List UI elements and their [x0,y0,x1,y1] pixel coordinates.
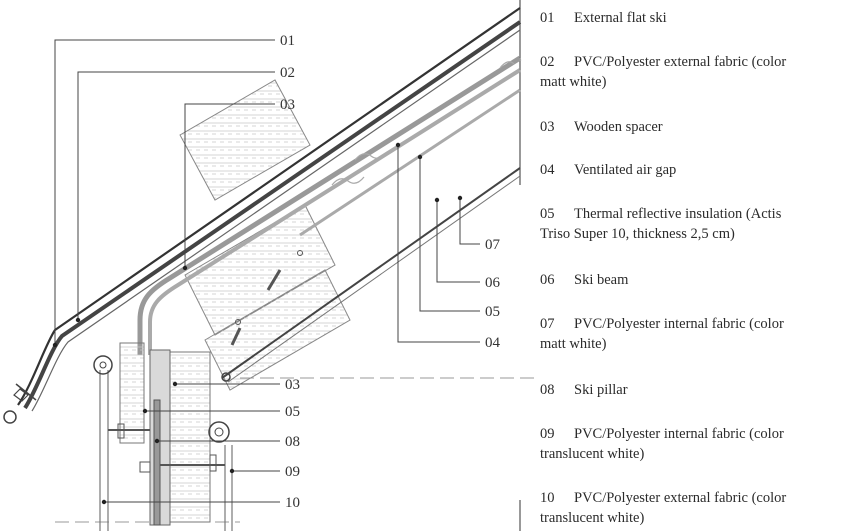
external-flat-ski [17,7,521,406]
leader-lines [54,39,480,503]
insulation-layer-outer [137,55,522,355]
legend-item: 05 Thermal reflective insulation (Actis T… [540,204,852,244]
legend-text: PVC/Polyester internal fabric (color [574,316,784,332]
legend-text: PVC/Polyester external fabric (color [574,54,787,70]
fixing-point [235,319,241,325]
internal-fabric [221,167,521,379]
fixing-bolt [230,327,242,346]
legend-text: Ski pillar [574,382,628,398]
callout-number: 01 [280,33,295,49]
legend-number: 10 [540,490,555,506]
internal-fabric-edge [227,175,521,383]
callout-number: 05 [285,404,300,420]
legend-text-cont: matt white) [540,336,607,352]
legend-item: 10 PVC/Polyester external fabric (color t… [540,488,852,528]
legend-text: PVC/Polyester internal fabric (color [574,426,784,442]
legend-text: External flat ski [574,10,667,26]
wooden-spacer-lower [204,269,351,391]
legend-text: PVC/Polyester external fabric (color [574,490,787,506]
legend-item: 04 Ventilated air gap [540,160,852,180]
leader-dots [52,142,463,505]
callout-number: 07 [485,237,501,253]
callout-number: 03 [285,377,300,393]
legend-number: 03 [540,119,555,135]
legend-number: 08 [540,382,555,398]
legend-item: 07 PVC/Polyester internal fabric (color m… [540,314,852,354]
airflow-arrow [499,61,515,69]
legend-text-cont: Triso Super 10, thickness 2,5 cm) [540,226,735,242]
legend-number: 04 [540,162,555,178]
legend-text-cont: translucent white) [540,446,645,462]
legend-number: 05 [540,206,555,222]
legend-item: 06 Ski beam [540,270,852,290]
callout-number: 08 [285,434,300,450]
wooden-spacer-upper [179,79,311,201]
legend-text-cont: matt white) [540,74,607,90]
insulation-layer-inner [148,68,522,355]
fixing-point [297,250,303,256]
legend-item: 02 PVC/Polyester external fabric (color m… [540,52,852,92]
eave-detail [3,383,37,424]
external-fabric-inner-edge [31,29,521,412]
legend-item: 09 PVC/Polyester internal fabric (color t… [540,424,852,464]
legend-number: 07 [540,316,555,332]
legend-number: 01 [540,10,555,26]
callout-number: 09 [285,464,300,480]
ski-beam [299,88,521,237]
legend-item: 03 Wooden spacer [540,117,852,137]
callout-number: 02 [280,65,295,81]
callout-number: 04 [485,335,501,351]
airflow-arrow [354,151,388,161]
legend-text: Ski beam [574,272,629,288]
airflow-arrow [331,176,365,186]
legend-number: 02 [540,54,555,70]
legend-item: 08 Ski pillar [540,380,852,400]
pillar-assembly [93,342,233,531]
external-fabric [23,20,522,410]
callout-number: 06 [485,275,501,291]
legend-number: 09 [540,426,555,442]
callout-number: 03 [280,97,295,113]
callout-number: 10 [285,495,300,511]
legend-number: 06 [540,272,555,288]
legend-item: 01 External flat ski [540,8,852,28]
fixing-bolt [266,269,282,291]
callout-number: 05 [485,304,500,320]
legend-text: Thermal reflective insulation (Actis [574,206,782,222]
legend-text: Ventilated air gap [574,162,677,178]
legend-text-cont: translucent white) [540,510,645,526]
legend-text: Wooden spacer [574,119,663,135]
